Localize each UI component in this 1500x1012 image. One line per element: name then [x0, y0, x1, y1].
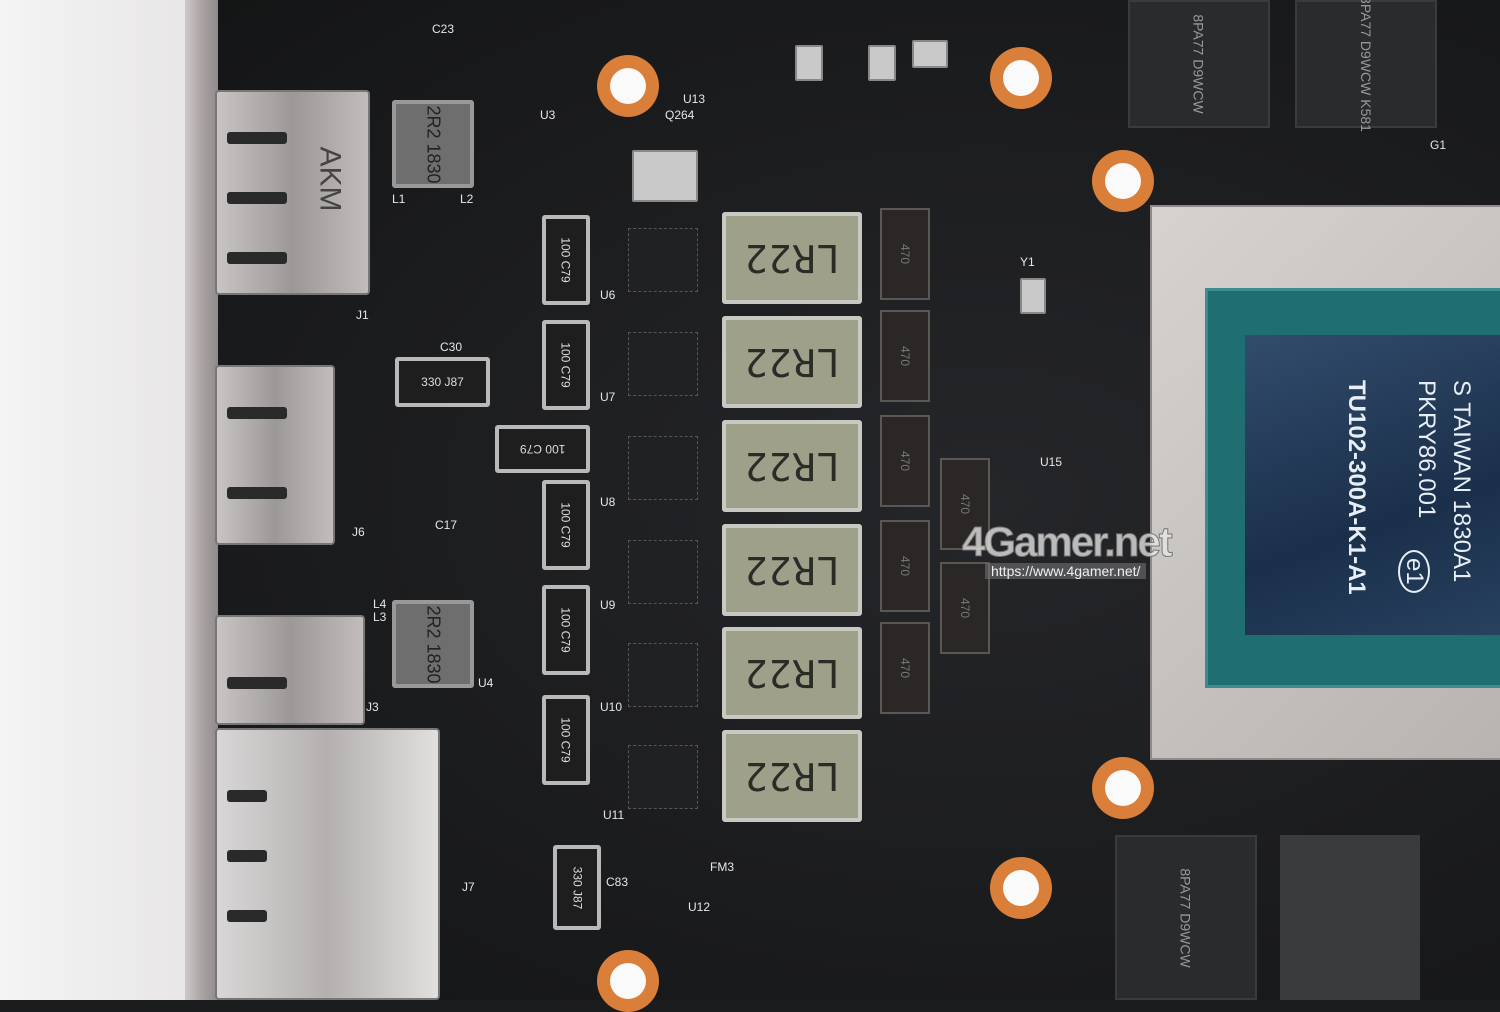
solder-pad [868, 45, 896, 81]
power-inductor: LR22 [722, 420, 862, 512]
watermark-url: https://www.4gamer.net/ [985, 563, 1147, 579]
capacitor: 100 C79 [542, 480, 590, 570]
mounting-hole [990, 47, 1052, 109]
choke: 470 [880, 415, 930, 507]
ref-label: U10 [600, 700, 623, 714]
crystal [1020, 278, 1046, 314]
ref-label: U3 [540, 108, 556, 122]
ref-label: C30 [440, 340, 463, 354]
choke: 470 [940, 458, 990, 550]
mosfet-ic [628, 436, 698, 500]
ref-label: U13 [683, 92, 706, 106]
solder-pad [632, 150, 698, 202]
gpu-badge: e1 [1398, 550, 1430, 593]
memory-chip: 8PA77 D9WCW K581 [1295, 0, 1437, 132]
solder-pad [795, 45, 823, 81]
ref-label: C17 [435, 518, 458, 532]
power-inductor: LR22 [722, 524, 862, 616]
mosfet-ic [628, 745, 698, 809]
choke: 470 [880, 208, 930, 300]
capacitor: 100 C79 [542, 215, 590, 305]
ref-label: U15 [1040, 455, 1063, 469]
ref-label: L1 [392, 192, 406, 206]
watermark-logo: 4Gamer.net [962, 518, 1174, 566]
ref-label: U4 [478, 676, 494, 690]
power-inductor: LR22 [722, 730, 862, 822]
mosfet-ic [628, 643, 698, 707]
ref-label: U8 [600, 495, 616, 509]
ref-label: L3 [373, 610, 387, 624]
ref-label: J7 [462, 880, 475, 894]
ref-label: Q264 [665, 108, 695, 122]
mounting-hole [990, 857, 1052, 919]
memory-chip: 8PA77 D9WCW [1115, 835, 1257, 1000]
ref-label: C83 [606, 875, 629, 889]
io-bracket [185, 0, 220, 1000]
gpu-marking: S TAIWAN 1830A1 [1448, 380, 1475, 583]
ref-label: U7 [600, 390, 616, 404]
ref-label: L4 [373, 597, 387, 611]
mounting-hole [597, 55, 659, 117]
memory-chip: 8PA77 D9WCW [1128, 0, 1270, 128]
ref-label: Y1 [1020, 255, 1035, 269]
usb-c-connector [215, 728, 440, 1000]
gpu-model: TU102-300A-K1-A1 [1343, 380, 1370, 595]
gpu-die: S TAIWAN 1830A1 PKRY86.001 TU102-300A-K1… [1245, 335, 1500, 635]
small-inductor: 2R2 1830 [392, 600, 474, 688]
mosfet-ic [628, 332, 698, 396]
choke: 470 [940, 562, 990, 654]
gpu-marking: PKRY86.001 [1413, 380, 1440, 519]
choke: 470 [880, 310, 930, 402]
ref-label: J1 [356, 308, 369, 322]
mounting-hole [1092, 757, 1154, 819]
ref-label: U11 [603, 808, 625, 822]
ref-label: L2 [460, 192, 474, 206]
mounting-hole [1092, 150, 1154, 212]
port-marking: AKM [313, 146, 347, 212]
background [0, 0, 190, 1000]
memory-pads [1280, 835, 1420, 1000]
solder-pad [912, 40, 948, 68]
ref-label: J3 [366, 700, 379, 714]
mounting-hole [597, 950, 659, 1012]
ref-label: FM3 [710, 860, 734, 874]
choke: 470 [880, 520, 930, 612]
choke: 470 [880, 622, 930, 714]
mosfet-ic [628, 228, 698, 292]
power-inductor: LR22 [722, 627, 862, 719]
capacitor: 100 C79 [542, 585, 590, 675]
mosfet-ic [628, 540, 698, 604]
ref-label: J6 [352, 525, 365, 539]
small-inductor: 2R2 1830 [392, 100, 474, 188]
capacitor: 330 J87 [553, 845, 601, 930]
hdmi-connector [215, 365, 335, 545]
ref-label: U12 [688, 900, 711, 914]
capacitor: 100 C79 [542, 695, 590, 785]
power-inductor: LR22 [722, 316, 862, 408]
ref-label: C23 [432, 22, 455, 36]
capacitor: 330 J87 [395, 357, 490, 407]
ref-label: U9 [600, 598, 616, 612]
ref-label: G1 [1430, 138, 1447, 152]
displayport-connector [215, 615, 365, 725]
power-inductor: LR22 [722, 212, 862, 304]
displayport-connector: AKM [215, 90, 370, 295]
capacitor: 100 C79 [542, 320, 590, 410]
capacitor: 100 C79 [495, 425, 590, 473]
ref-label: U6 [600, 288, 616, 302]
